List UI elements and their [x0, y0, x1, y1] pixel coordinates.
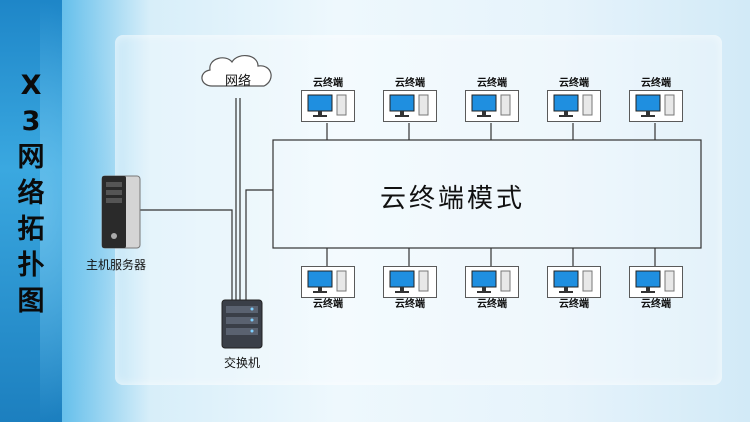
terminal-label: 云终端	[559, 78, 589, 89]
monitor-icon	[465, 90, 519, 122]
monitor-icon	[629, 90, 683, 122]
cloud-icon	[201, 55, 272, 87]
cloud-terminal: 云终端	[629, 77, 683, 122]
slide-title: X 3 网 络 拓 扑 图	[14, 68, 48, 320]
title-char: X	[20, 70, 42, 101]
central-box	[272, 139, 702, 249]
title-char: 络	[17, 178, 45, 209]
monitor-icon	[465, 266, 519, 298]
terminal-label: 云终端	[313, 299, 343, 310]
terminal-label: 云终端	[477, 299, 507, 310]
terminal-label: 云终端	[395, 78, 425, 89]
server-icon	[101, 175, 141, 249]
cloud-label: 网络	[224, 74, 251, 89]
terminal-label: 云终端	[641, 78, 671, 89]
terminal-label: 云终端	[477, 78, 507, 89]
monitor-icon	[629, 266, 683, 298]
terminal-label: 云终端	[641, 299, 671, 310]
monitor-icon	[301, 266, 355, 298]
monitor-icon	[547, 90, 601, 122]
cloud-terminal: 云终端	[383, 266, 437, 311]
title-char: 3	[21, 106, 41, 137]
cloud-terminal: 云终端	[547, 77, 601, 122]
monitor-icon	[547, 266, 601, 298]
monitor-icon	[383, 90, 437, 122]
title-char: 拓	[17, 214, 45, 245]
cloud-terminal: 云终端	[383, 77, 437, 122]
central-label: 云终端模式	[380, 184, 526, 214]
cloud-terminal: 云终端	[629, 266, 683, 311]
terminal-label: 云终端	[395, 299, 425, 310]
terminal-label: 云终端	[313, 78, 343, 89]
cloud-terminal: 云终端	[465, 266, 519, 311]
monitor-icon	[301, 90, 355, 122]
title-char: 网	[17, 142, 45, 173]
cloud-terminal: 云终端	[301, 266, 355, 311]
switch-label: 交换机	[224, 356, 261, 370]
cloud-terminal: 云终端	[547, 266, 601, 311]
terminal-label: 云终端	[559, 299, 589, 310]
switch-icon	[221, 299, 263, 349]
title-char: 图	[17, 286, 45, 317]
server-label: 主机服务器	[86, 258, 147, 272]
cloud-terminal: 云终端	[301, 77, 355, 122]
title-char: 扑	[17, 250, 45, 281]
cloud-terminal: 云终端	[465, 77, 519, 122]
monitor-icon	[383, 266, 437, 298]
